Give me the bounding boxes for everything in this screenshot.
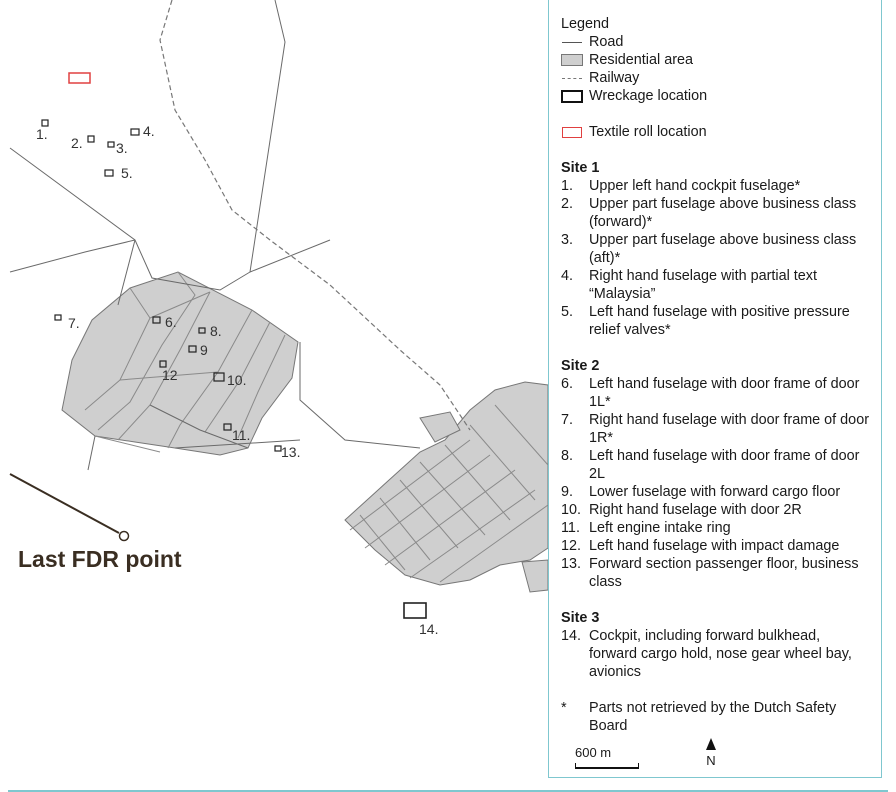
wreck-label-14: 14. bbox=[419, 621, 438, 637]
list-item: 2.Upper part fuselage above business cla… bbox=[561, 196, 857, 230]
site-2-list: 6.Left hand fuselage with door frame of … bbox=[561, 375, 881, 591]
list-item: 7.Right hand fuselage with door frame of… bbox=[561, 412, 869, 446]
north-label: N bbox=[706, 753, 716, 768]
list-item: 4.Right hand fuselage with partial text … bbox=[561, 268, 817, 302]
legend-item-wreckage: Wreckage location bbox=[561, 87, 881, 105]
residential-area-town-2 bbox=[344, 381, 549, 593]
wreck-label-11: 11. bbox=[232, 427, 250, 443]
wreck-label-10: 10. bbox=[227, 372, 246, 388]
legend-label-wreckage: Wreckage location bbox=[589, 88, 708, 104]
roads bbox=[9, 0, 421, 471]
wreck-label-9: 9 bbox=[200, 342, 208, 358]
wreck-marker-8 bbox=[198, 327, 206, 334]
list-item: 12.Left hand fuselage with impact damage bbox=[561, 538, 840, 554]
north-indicator: N bbox=[703, 738, 719, 770]
list-item: 8.Left hand fuselage with door frame of … bbox=[561, 448, 860, 482]
list-item: 10.Right hand fuselage with door 2R bbox=[561, 502, 802, 518]
site-3-list: 14.Cockpit, including forward bulkhead, … bbox=[561, 627, 881, 681]
residential-symbol-icon bbox=[561, 54, 583, 66]
legend-panel: Legend Road Residential area Railway Wre… bbox=[548, 0, 882, 778]
wreck-label-3: 3. bbox=[116, 140, 128, 156]
wreck-marker-1 bbox=[41, 119, 49, 127]
north-arrow-icon bbox=[706, 738, 716, 750]
wreck-label-13: 13. bbox=[281, 444, 300, 460]
list-item: 3.Upper part fuselage above business cla… bbox=[561, 232, 857, 266]
wreck-label-8: 8. bbox=[210, 323, 222, 339]
legend-item-railway: Railway bbox=[561, 69, 881, 87]
scale-bar bbox=[575, 763, 639, 769]
textile-symbol-icon bbox=[561, 126, 583, 138]
legend-item-residential: Residential area bbox=[561, 51, 881, 69]
site-3-heading: Site 3 bbox=[561, 610, 600, 626]
site-1-list: 1.Upper left hand cockpit fuselage* 2.Up… bbox=[561, 177, 881, 339]
wreck-label-6: 6. bbox=[165, 314, 177, 330]
wreck-label-5: 5. bbox=[121, 165, 133, 181]
site-2-heading: Site 2 bbox=[561, 358, 600, 374]
wreckage-labels: 1. 2. 3. 4. 5. 6. 7. 8. 9 10. 11. 12 13.… bbox=[36, 123, 438, 637]
wreck-marker-14 bbox=[403, 602, 427, 619]
wreck-marker-13 bbox=[274, 445, 282, 452]
wreck-marker-9 bbox=[188, 345, 197, 353]
scale-label: 600 m bbox=[575, 745, 612, 760]
legend-title: Legend bbox=[561, 16, 610, 32]
wreckage-markers bbox=[41, 119, 427, 619]
legend-label-road: Road bbox=[589, 34, 624, 50]
wreck-label-1: 1. bbox=[36, 126, 48, 142]
wreck-marker-4 bbox=[130, 128, 140, 136]
textile-roll-marker bbox=[68, 72, 91, 84]
wreck-marker-6 bbox=[152, 316, 161, 324]
legend-label-textile: Textile roll location bbox=[589, 124, 707, 140]
list-item: 14.Cockpit, including forward bulkhead, … bbox=[561, 628, 852, 680]
list-item: 11.Left engine intake ring bbox=[561, 520, 731, 536]
wreck-label-7: 7. bbox=[68, 315, 80, 331]
wreck-marker-10 bbox=[213, 372, 225, 382]
fdr-label: Last FDR point bbox=[18, 546, 182, 572]
footnote-text: Parts not retrieved by the Dutch Safety … bbox=[589, 700, 837, 734]
wreckage-symbol-icon bbox=[561, 89, 583, 103]
footnote: * Parts not retrieved by the Dutch Safet… bbox=[561, 699, 881, 735]
wreck-label-2: 2. bbox=[71, 135, 83, 151]
last-fdr-point: Last FDR point bbox=[9, 473, 182, 572]
site-1-heading: Site 1 bbox=[561, 160, 600, 176]
railway bbox=[159, 0, 471, 431]
wreck-label-4: 4. bbox=[143, 123, 155, 139]
road-symbol-icon bbox=[561, 41, 583, 43]
wreck-marker-11 bbox=[223, 423, 232, 431]
list-item: 5.Left hand fuselage with positive press… bbox=[561, 304, 850, 338]
railway-symbol-icon bbox=[561, 77, 583, 79]
legend-item-textile: Textile roll location bbox=[561, 123, 881, 141]
residential-area-village-1 bbox=[61, 271, 299, 456]
wreck-marker-7 bbox=[54, 314, 62, 321]
footnote-mark: * bbox=[561, 700, 567, 716]
list-item: 1.Upper left hand cockpit fuselage* bbox=[561, 178, 801, 194]
list-item: 9.Lower fuselage with forward cargo floo… bbox=[561, 484, 841, 500]
legend-label-residential: Residential area bbox=[589, 52, 693, 68]
list-item: 6.Left hand fuselage with door frame of … bbox=[561, 376, 860, 410]
wreck-marker-12 bbox=[159, 360, 167, 368]
list-item: 13.Forward section passenger floor, busi… bbox=[561, 556, 859, 590]
wreck-label-12: 12 bbox=[162, 367, 178, 383]
wreck-marker-2 bbox=[87, 135, 95, 143]
map-frame-border bbox=[8, 790, 888, 792]
wreck-marker-5 bbox=[104, 169, 114, 177]
legend-item-road: Road bbox=[561, 33, 881, 51]
legend-label-railway: Railway bbox=[589, 70, 640, 86]
wreck-marker-3 bbox=[107, 141, 115, 148]
